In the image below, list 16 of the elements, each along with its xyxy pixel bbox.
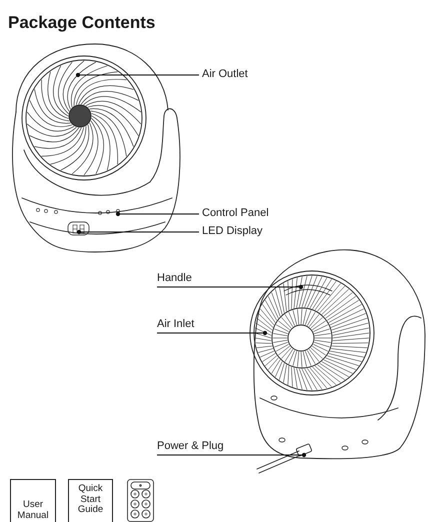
manual-booklet: User Manual [10, 479, 56, 522]
leader-line [76, 230, 200, 234]
leader-line [156, 330, 268, 336]
remote-control-icon [127, 479, 154, 522]
part-label: Air Inlet [157, 318, 194, 333]
part-label: Control Panel [202, 207, 269, 220]
title: Package Contents [8, 12, 156, 34]
part-label: Air Outlet [202, 68, 248, 81]
part-label: Power & Plug [157, 440, 224, 455]
part-label: Handle [157, 272, 192, 287]
manual-booklet: Quick Start Guide [68, 479, 113, 522]
leader-line [156, 284, 304, 290]
leader-line [76, 72, 200, 78]
leader-line [156, 452, 306, 458]
part-label: LED Display [202, 225, 263, 238]
leader-line [116, 212, 200, 216]
